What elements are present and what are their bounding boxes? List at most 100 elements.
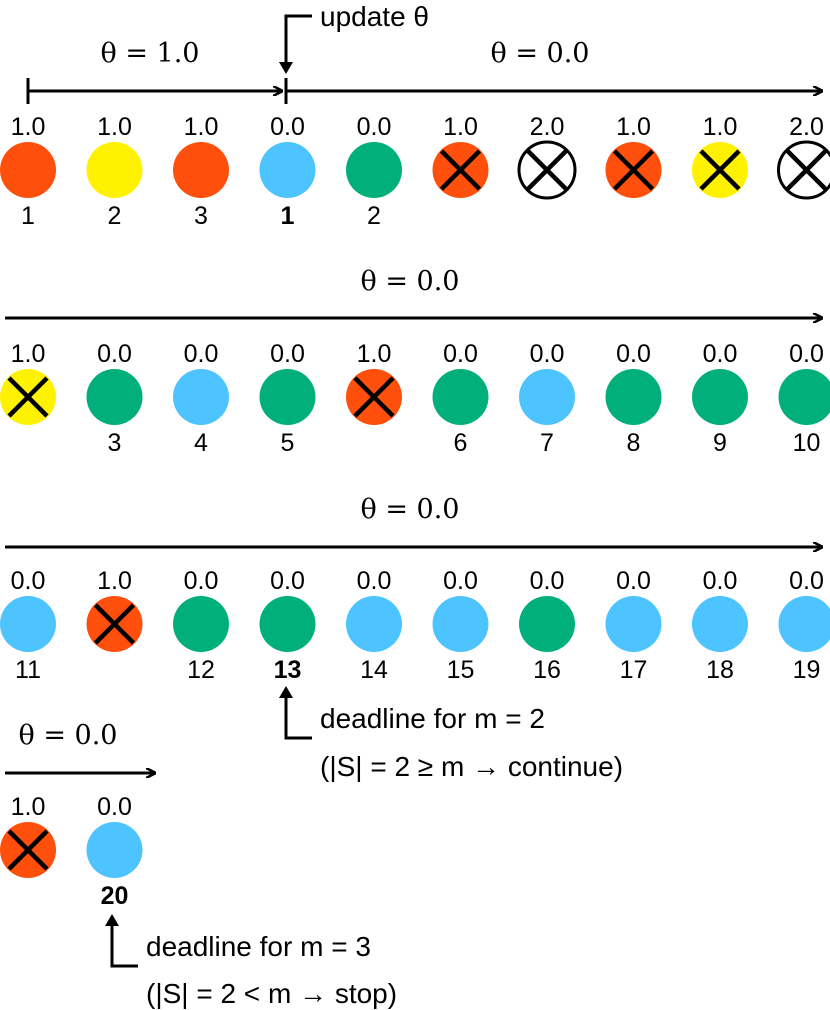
row-2-theta-label: θ = 0.0 — [361, 266, 460, 297]
node-index-label: 2 — [108, 202, 122, 230]
node-value-label: 1.0 — [443, 113, 478, 141]
node-item: 1.0 — [692, 113, 748, 198]
node-value-label: 0.0 — [703, 567, 738, 595]
node-item: 0.015 — [432, 567, 489, 684]
node-index-label: 1 — [281, 202, 295, 230]
node-circle-green — [173, 596, 229, 652]
node-value-label: 0.0 — [443, 567, 478, 595]
node-value-label: 0.0 — [97, 793, 132, 821]
node-index-label: 1 — [21, 202, 35, 230]
node-value-label: 1.0 — [11, 113, 46, 141]
cross-mark-icon — [526, 149, 568, 191]
node-index-label: 6 — [454, 429, 468, 457]
node-index-label: 2 — [367, 202, 381, 230]
node-value-label: 0.0 — [184, 567, 219, 595]
node-item: 0.02 — [346, 113, 402, 230]
node-item: 0.08 — [605, 340, 662, 457]
node-item: 0.06 — [432, 340, 489, 457]
node-index-label: 7 — [540, 429, 554, 457]
node-circle-green — [259, 596, 316, 652]
node-item: 0.03 — [86, 340, 143, 457]
deadline-m3-annotation: deadline for m = 3 (|S| = 2 < m → stop) — [105, 914, 397, 1009]
cross-mark-icon — [7, 376, 49, 418]
node-item: 0.012 — [173, 567, 229, 684]
node-item: 0.09 — [692, 340, 748, 457]
node-circle-blue — [432, 596, 489, 652]
node-value-label: 0.0 — [184, 340, 219, 368]
node-circle-blue — [605, 596, 662, 652]
row-4-timeline: θ = 0.0 — [5, 720, 155, 773]
node-value-label: 0.0 — [530, 340, 565, 368]
node-item: 0.018 — [692, 567, 748, 684]
cross-mark-icon — [93, 603, 136, 645]
cross-mark-icon — [612, 149, 655, 191]
node-value-label: 2.0 — [530, 113, 565, 141]
node-index-label: 9 — [713, 429, 727, 457]
row-4-theta-label: θ = 0.0 — [19, 720, 118, 751]
node-value-label: 0.0 — [270, 340, 305, 368]
node-value-label: 0.0 — [357, 113, 392, 141]
node-value-label: 1.0 — [703, 113, 738, 141]
node-item: 1.0 — [86, 567, 143, 652]
deadline-m3-bracket — [110, 922, 138, 968]
update-bracket-arrow — [284, 14, 312, 68]
deadline-m2-arrowhead — [279, 686, 293, 698]
node-index-label: 5 — [281, 429, 295, 457]
node-value-label: 0.0 — [616, 340, 651, 368]
deadline-m3-arrowhead — [105, 914, 119, 926]
node-index-label: 17 — [620, 656, 648, 684]
cross-mark-icon — [7, 829, 49, 871]
node-item: 1.0 — [605, 113, 662, 198]
node-circle-green — [432, 369, 489, 425]
node-index-label: 20 — [101, 882, 129, 910]
node-index-label: 3 — [108, 429, 122, 457]
deadline-m3-line1: deadline for m = 3 — [146, 931, 371, 962]
node-item: 1.0 — [0, 340, 56, 425]
node-circle-blue — [346, 596, 402, 652]
node-item: 1.0 — [346, 340, 402, 425]
update-label: update θ — [320, 1, 429, 32]
node-value-label: 1.0 — [357, 340, 392, 368]
node-item: 0.07 — [519, 340, 575, 457]
node-value-label: 0.0 — [97, 340, 132, 368]
top-timeline: θ = 1.0 update θ θ = 0.0 — [26, 1, 822, 104]
node-value-label: 0.0 — [11, 567, 46, 595]
node-circle-blue — [86, 822, 143, 878]
cross-mark-icon — [785, 149, 828, 191]
node-index-label: 14 — [360, 656, 388, 684]
node-item: 0.011 — [0, 567, 56, 684]
node-circle-blue — [519, 369, 575, 425]
node-value-label: 0.0 — [616, 567, 651, 595]
node-item: 0.05 — [259, 340, 316, 457]
deadline-m2-bracket — [284, 694, 312, 740]
cross-mark-icon — [439, 149, 482, 191]
node-item: 0.0 20 — [86, 793, 143, 910]
node-index-label: 4 — [194, 429, 208, 457]
node-value-label: 0.0 — [789, 567, 824, 595]
deadline-m2-line1: deadline for m = 2 — [320, 703, 545, 734]
node-circle-green — [259, 369, 316, 425]
node-item: 2.0 — [517, 113, 577, 200]
row-3-timeline: θ = 0.0 — [5, 494, 822, 547]
node-index-label: 13 — [274, 656, 302, 684]
node-circle-green — [86, 369, 143, 425]
cross-mark-icon — [353, 376, 395, 418]
node-circle-orange — [0, 142, 56, 198]
node-value-label: 1.0 — [616, 113, 651, 141]
node-value-label: 1.0 — [11, 340, 46, 368]
node-circle-orange — [173, 142, 229, 198]
node-item: 0.013 — [259, 567, 316, 684]
node-value-label: 0.0 — [357, 567, 392, 595]
row-3-theta-label: θ = 0.0 — [361, 494, 460, 525]
node-circle-blue — [259, 142, 316, 198]
node-circle-yellow — [86, 142, 143, 198]
node-item: 0.010 — [778, 340, 830, 457]
node-circle-blue — [692, 596, 748, 652]
update-arrowhead — [279, 62, 293, 74]
node-value-label: 2.0 — [789, 113, 824, 141]
node-item: 1.01 — [0, 113, 56, 230]
node-circle-blue — [173, 369, 229, 425]
